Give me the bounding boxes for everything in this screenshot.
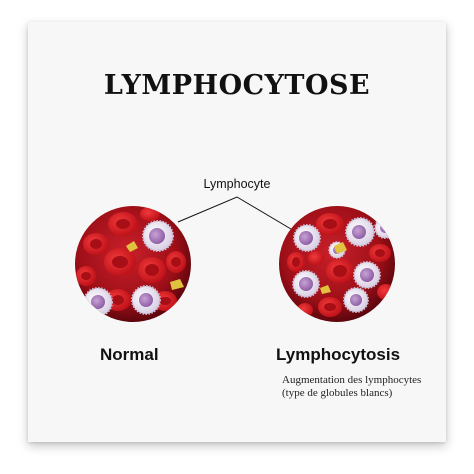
platelet <box>334 242 347 254</box>
red-blood-cell <box>318 297 342 317</box>
lymphocyte-cell <box>292 270 320 298</box>
red-blood-cell <box>108 212 138 236</box>
page-title: LYMPHOCYTOSE <box>103 70 371 101</box>
red-blood-cell <box>76 266 96 286</box>
platelet <box>126 241 138 252</box>
callout-line <box>177 196 297 233</box>
red-blood-cell <box>326 259 354 283</box>
platelet <box>170 279 184 290</box>
lymphocytosis-blood-sample <box>279 206 395 322</box>
red-blood-cell <box>369 244 391 262</box>
red-blood-cell <box>138 257 166 283</box>
platelet <box>320 285 331 294</box>
red-blood-cell <box>166 251 186 273</box>
lymphocyte-cell <box>345 217 375 247</box>
lymphocyte-cell <box>131 285 161 315</box>
red-blood-cell <box>308 251 324 265</box>
lymphocyte-callout-label: Lymphocyte <box>203 177 271 191</box>
red-blood-cell <box>140 207 160 221</box>
red-blood-cell <box>104 248 136 276</box>
lymphocyte-cell <box>353 261 381 289</box>
lymphocyte-cell <box>374 217 395 239</box>
lymphocyte-cell <box>293 224 321 252</box>
red-blood-cell <box>297 303 313 317</box>
lymphocyte-cell <box>83 287 113 317</box>
lymphocyte-cell <box>142 220 174 252</box>
description-text: Augmentation des lymphocytes (type de gl… <box>282 374 422 399</box>
normal-label: Normal <box>100 345 159 364</box>
normal-blood-sample <box>75 206 191 322</box>
lymphocyte-cell <box>343 287 369 313</box>
red-blood-cell <box>287 252 305 272</box>
lymphocytosis-label: Lymphocytosis <box>276 345 401 364</box>
red-blood-cell <box>83 233 109 255</box>
red-blood-cell <box>377 284 395 300</box>
red-blood-cell <box>316 213 344 235</box>
